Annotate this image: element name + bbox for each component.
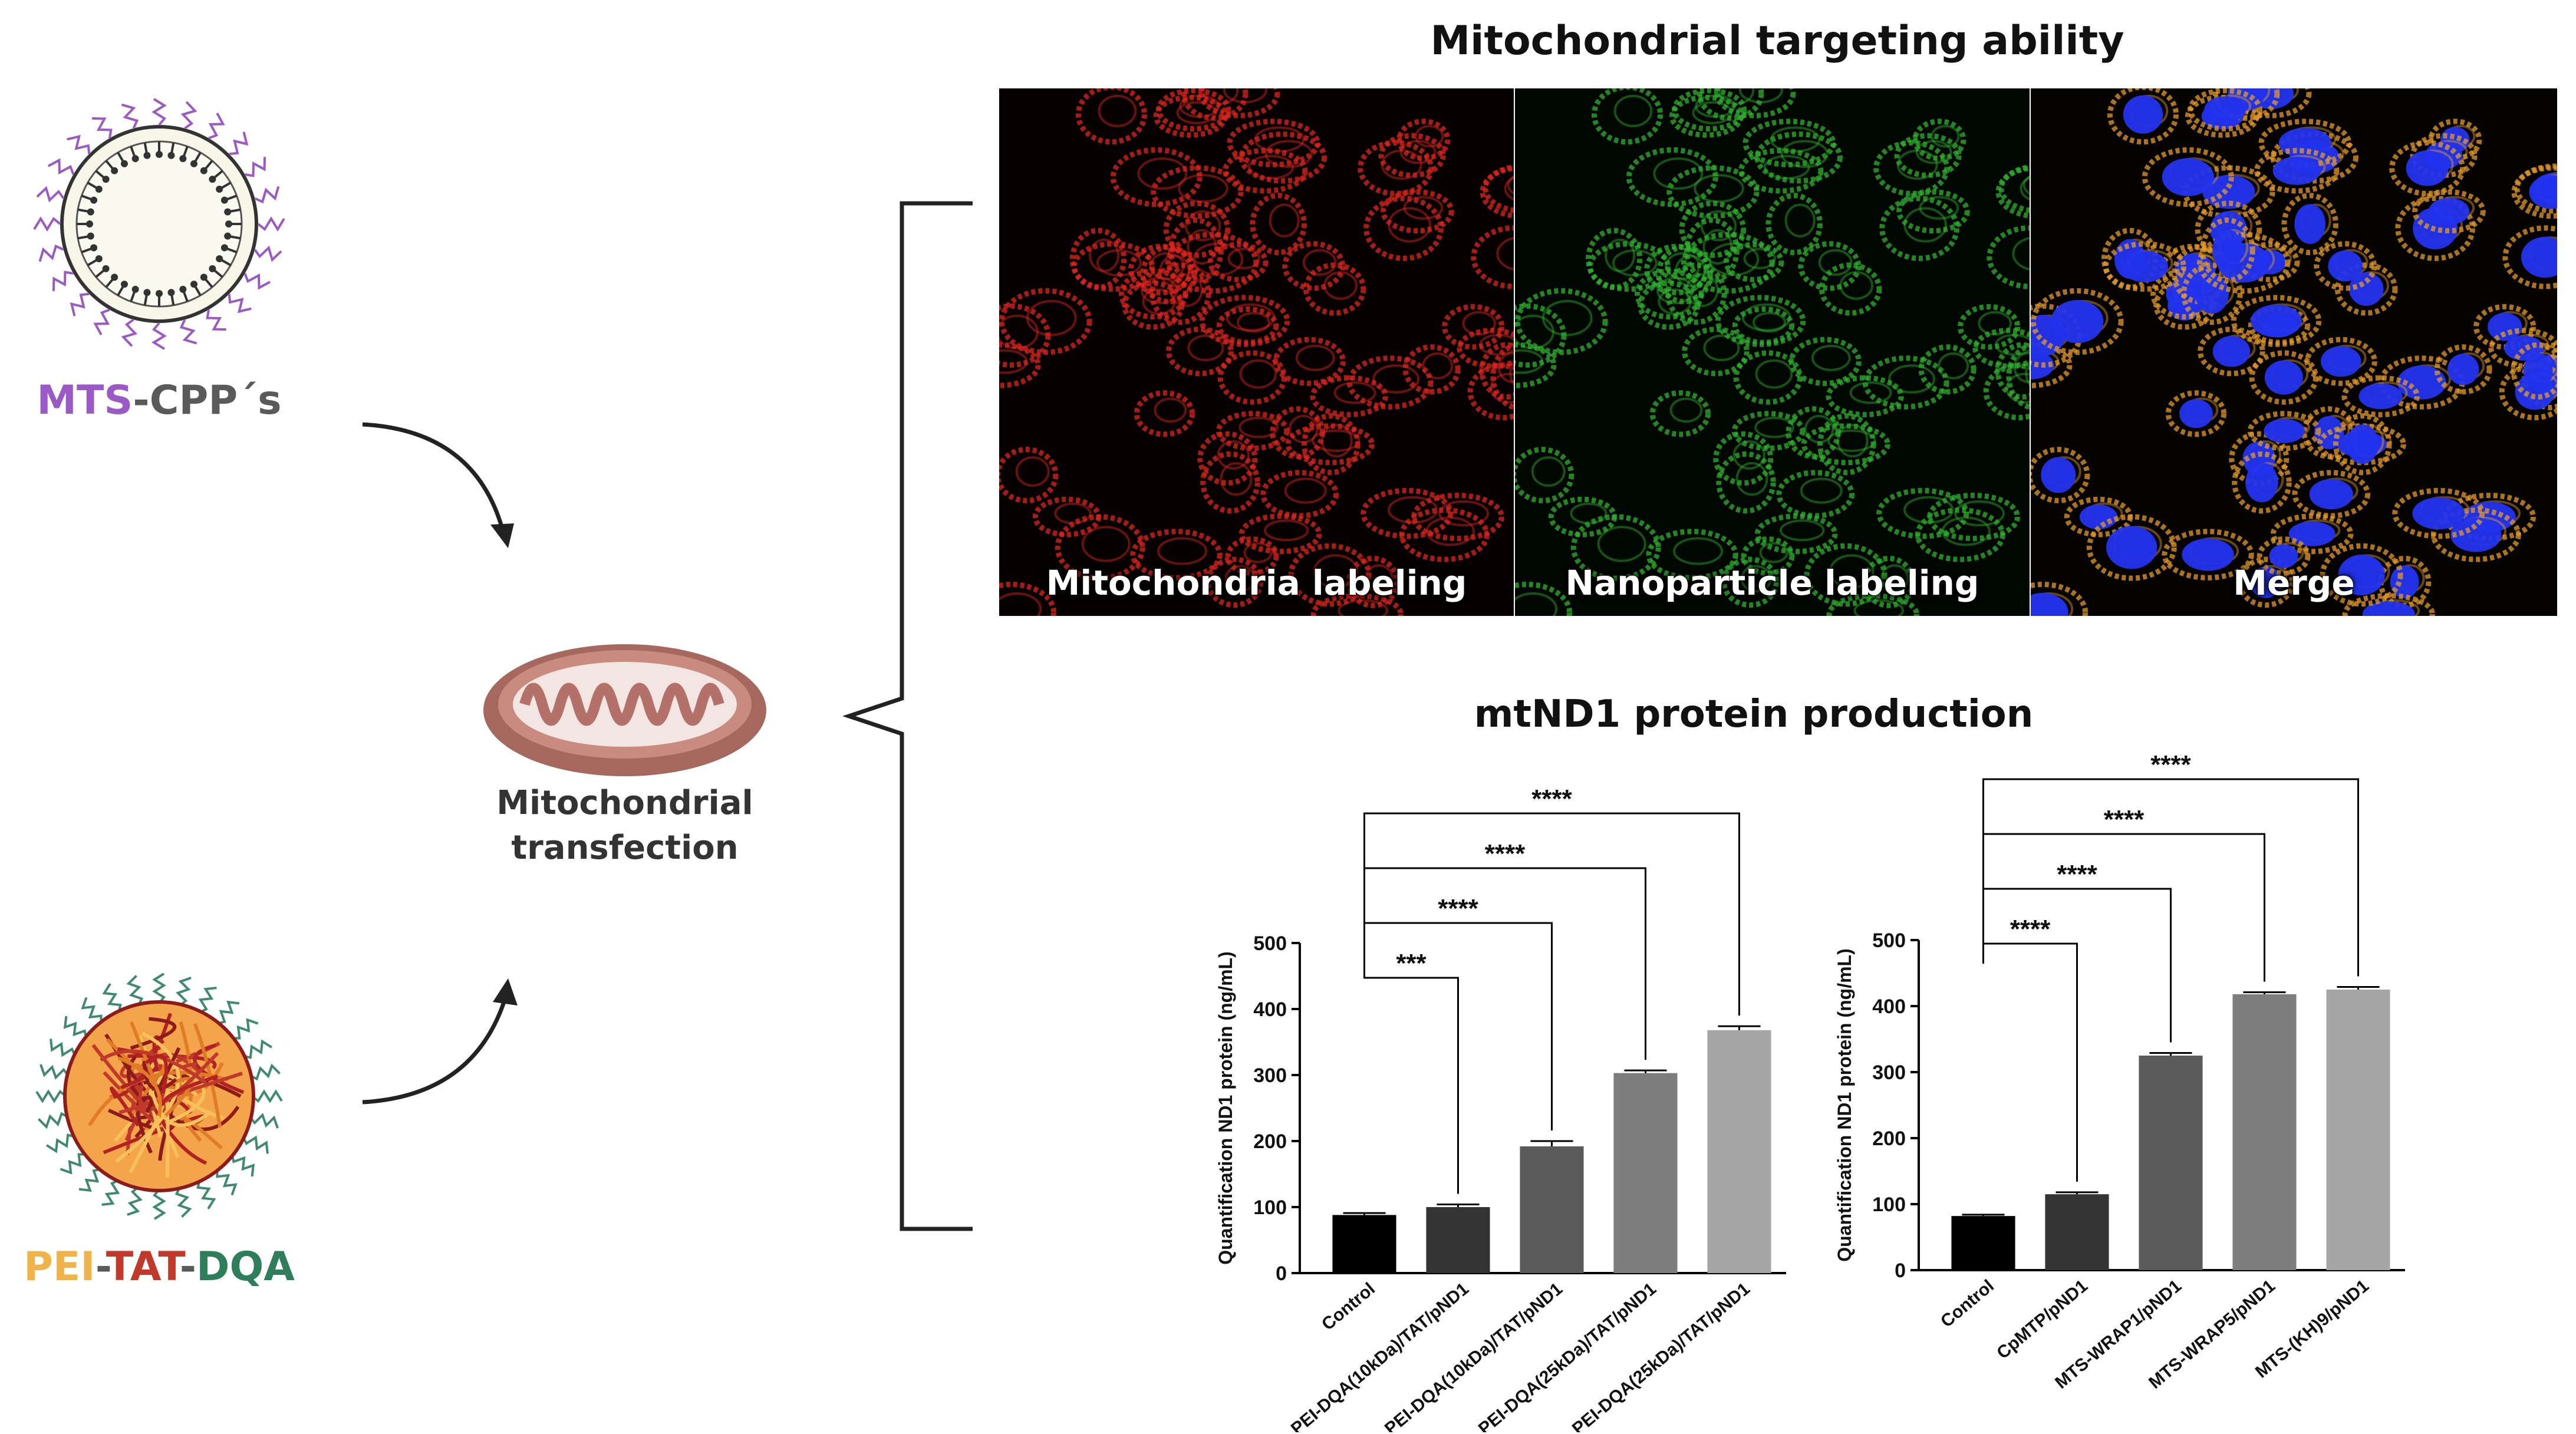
mts-cpp-label: MTS-CPP´s [29, 377, 289, 424]
y-tick-label: 400 [1253, 998, 1287, 1021]
y-tick-label: 100 [1253, 1196, 1287, 1219]
bar [1426, 1207, 1490, 1273]
y-tick-label: 0 [1276, 1262, 1287, 1285]
significance-bracket [1363, 967, 1459, 1194]
y-tick-label: 100 [1872, 1194, 1906, 1216]
y-tick-label: 0 [1895, 1260, 1906, 1282]
category-label: CpMTP/pND1 [1993, 1276, 2091, 1363]
panel-label-merge: Merge [2233, 563, 2355, 603]
curly-bracket-icon [843, 201, 973, 1231]
bar [1613, 1073, 1678, 1273]
significance-stars: **** [1531, 784, 1572, 813]
dqa-part: DQA [196, 1244, 295, 1290]
y-tick-label: 300 [1253, 1064, 1287, 1087]
production-title: mtND1 protein production [1474, 693, 2034, 736]
category-label: Control [1937, 1276, 1998, 1331]
significance-stars: *** [1396, 949, 1427, 978]
arrow-bottom-icon [362, 978, 518, 1105]
significance-bracket [1982, 833, 2265, 982]
arrow-top-icon [362, 422, 514, 548]
significance-bracket [1363, 812, 1740, 1016]
significance-stars: **** [2010, 915, 2051, 944]
mts-cpp-nanoparticle-icon [33, 98, 285, 350]
significance-stars: **** [1485, 839, 1526, 868]
pei-tat-dqa-nanoparticle-icon [35, 973, 283, 1220]
y-tick-label: 400 [1872, 995, 1906, 1018]
category-label: PEI-DQA(10kDa)/TAT/pND1 [1381, 1279, 1566, 1432]
y-tick-label: 200 [1253, 1130, 1287, 1153]
dash-2: - [179, 1244, 196, 1290]
label-line-1: Mitochondrial [496, 784, 753, 822]
significance-stars: **** [2057, 860, 2097, 889]
targeting-title: Mitochondrial targeting ability [1430, 18, 2124, 64]
bar [1332, 1215, 1396, 1273]
significance-stars: **** [1438, 894, 1478, 923]
panel-label-nanoparticle: Nanoparticle labeling [1565, 563, 1979, 603]
pei-part: PEI [24, 1244, 95, 1290]
bar [2326, 990, 2390, 1270]
bar [1951, 1216, 2015, 1270]
significance-stars: **** [2104, 805, 2145, 834]
y-axis-label: Quantification ND1 protein (ng/mL) [1834, 948, 1855, 1262]
label-line-2: transfection [511, 829, 739, 867]
panel-label-mitochondria: Mitochondria labeling [1046, 563, 1467, 603]
y-tick-label: 200 [1872, 1128, 1906, 1150]
mts-part: MTS [37, 377, 133, 424]
significance-bracket [1982, 778, 2359, 977]
bar [2045, 1194, 2109, 1270]
y-tick-label: 300 [1872, 1062, 1906, 1084]
significance-stars: **** [2150, 750, 2191, 779]
mitochondrion-icon [483, 644, 766, 776]
microscopy-panel-nanoparticle: Nanoparticle labeling [1515, 88, 2030, 616]
category-label: PEI-DQA(25kDa)/TAT/pND1 [1475, 1279, 1660, 1432]
dash-1: - [95, 1244, 106, 1290]
pei-tat-dqa-label: PEI-TAT-DQA [12, 1244, 307, 1290]
bar [2232, 994, 2297, 1270]
merge-image [2031, 88, 2557, 616]
y-tick-label: 500 [1253, 932, 1287, 955]
significance-bracket [1982, 942, 2078, 1182]
nanoparticle-image [1515, 88, 2030, 616]
category-label: PEI-DQA(25kDa)/TAT/pND1 [1569, 1279, 1754, 1432]
mitochondrial-transfection-label: Mitochondrial transfection [448, 781, 802, 871]
bar [1707, 1030, 1771, 1273]
y-tick-label: 500 [1872, 929, 1906, 952]
bar [2139, 1056, 2203, 1270]
microscopy-panel-mitochondria: Mitochondria labeling [999, 88, 1514, 616]
microscopy-panel-merge: Merge [2031, 88, 2557, 616]
cpp-part: -CPP´s [133, 377, 282, 424]
category-label: Control [1318, 1279, 1379, 1334]
y-axis-label: Quantification ND1 protein (ng/mL) [1215, 951, 1236, 1265]
mitochondria-image [999, 88, 1514, 616]
tat-part: TAT [106, 1244, 180, 1290]
bar [1520, 1146, 1584, 1273]
category-label: PEI-DQA(10kDa)/TAT/pND1 [1287, 1279, 1473, 1432]
